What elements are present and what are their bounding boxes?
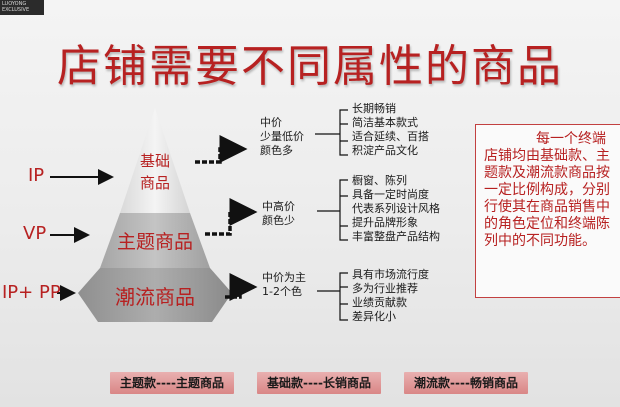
mid-note-1-line: 中价: [260, 116, 282, 129]
right-note-2-line: 具备一定时尚度: [352, 188, 429, 201]
right-note-2-line: 提升品牌形象: [352, 216, 418, 229]
mid-note-1: 中价 少量低价 颜色多: [260, 116, 304, 158]
mid-note-1-line: 少量低价: [260, 130, 304, 143]
mid-note-2: 中高价 颜色少: [262, 200, 295, 228]
mid-note-3-line: 中价为主: [262, 271, 306, 284]
mid-note-3-line: 1-2个色: [262, 285, 302, 298]
step-arrow-2: [205, 198, 258, 236]
input-label-ippp: IP+ PP: [2, 282, 61, 303]
input-label-vp: VP: [23, 223, 47, 244]
pyramid-layer-middle: [100, 213, 210, 268]
pyramid-label-basic-line2: 商品: [139, 174, 170, 192]
right-note-3-line: 具有市场流行度: [352, 268, 429, 281]
mid-note-2-line: 中高价: [262, 200, 295, 213]
tag-theme: 主题款----主题商品: [110, 372, 234, 394]
connector-3: [317, 272, 348, 321]
tag-basic: 基础款----长销商品: [257, 372, 381, 394]
pyramid-label-trend: 潮流商品: [115, 285, 195, 309]
side-text-line: 题款及潮流款商品按: [484, 165, 610, 181]
side-text-line: 列中的不同功能。: [484, 233, 596, 249]
pyramid-label-theme: 主题商品: [116, 231, 193, 253]
right-note-3: 具有市场流行度 多为行业推荐 业绩贡献款 差异化小: [352, 268, 429, 324]
mid-note-2-line: 颜色少: [262, 214, 295, 227]
side-text-line: 店铺均由基础款、主: [484, 148, 610, 164]
connector-2: [317, 179, 348, 241]
right-note-1-line: 长期畅销: [352, 102, 396, 115]
side-description-box: 每一个终端 店铺均由基础款、主 题款及潮流款商品按 一定比例构成，分别 行使其在…: [475, 124, 620, 298]
right-note-2-line: 丰富整盘产品结构: [352, 230, 440, 243]
input-label-ip: IP: [28, 165, 45, 186]
right-note-2: 橱窗、陈列 具备一定时尚度 代表系列设计风格 提升品牌形象 丰富整盘产品结构: [352, 174, 440, 244]
mid-note-3: 中价为主 1-2个色: [262, 271, 306, 299]
right-note-2-line: 橱窗、陈列: [352, 174, 407, 187]
side-text-line: 的角色定位和终端陈: [484, 216, 610, 232]
pyramid-label-basic: 基础 商品: [120, 150, 190, 194]
right-note-1-line: 积淀产品文化: [352, 144, 418, 157]
watermark-logo: LUOYONG EXCLUSIVE: [0, 0, 44, 15]
right-note-1-line: 适合延续、百搭: [352, 130, 429, 143]
right-note-3-line: 差异化小: [352, 310, 396, 323]
side-text-line: 每一个终端: [536, 131, 606, 147]
pyramid-label-basic-line1: 基础: [139, 152, 170, 170]
pyramid-layer-top: [120, 108, 190, 213]
step-arrow-1: [195, 135, 248, 164]
right-note-1: 长期畅销 简洁基本款式 适合延续、百搭 积淀产品文化: [352, 102, 429, 158]
side-text-line: 行使其在商品销售中: [484, 199, 610, 215]
right-note-3-line: 业绩贡献款: [352, 296, 407, 309]
right-note-1-line: 简洁基本款式: [352, 116, 418, 129]
right-note-3-line: 多为行业推荐: [352, 282, 418, 295]
right-note-2-line: 代表系列设计风格: [352, 202, 440, 215]
page-title: 店铺需要不同属性的商品: [57, 41, 563, 92]
mid-note-1-line: 颜色多: [260, 144, 293, 157]
step-arrow-3: [225, 273, 258, 301]
connector-1: [315, 109, 348, 156]
pyramid-layer-bottom: [78, 268, 232, 322]
side-text-line: 一定比例构成，分别: [484, 182, 610, 198]
tag-trend: 潮流款----畅销商品: [404, 372, 528, 394]
